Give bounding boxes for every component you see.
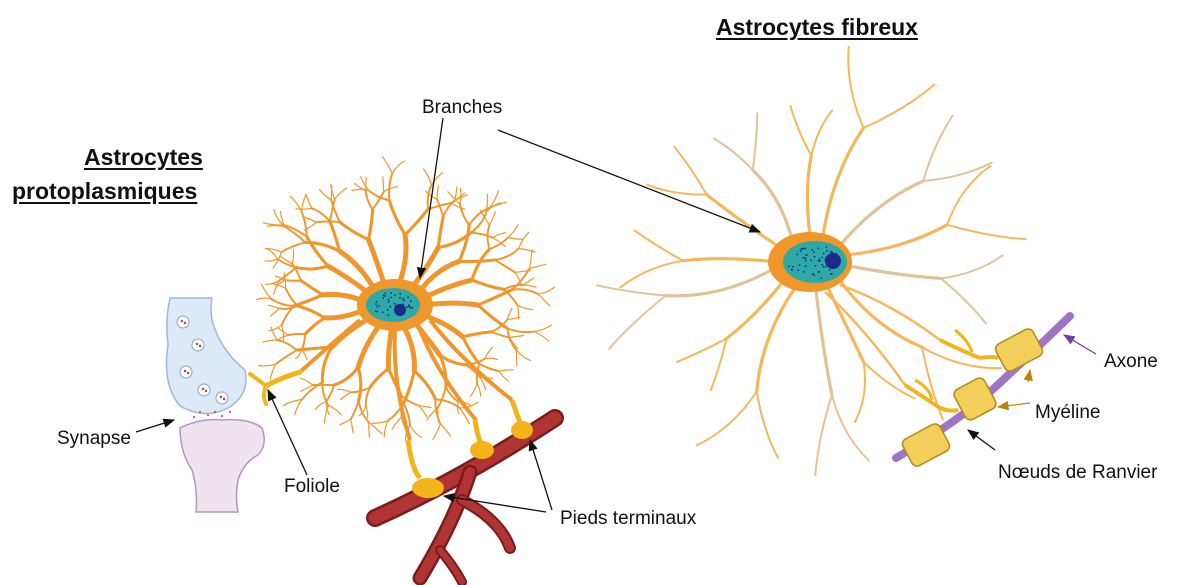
blood-vessel bbox=[375, 418, 555, 582]
label-noeuds-de-ranvier: Nœuds de Ranvier bbox=[998, 462, 1157, 484]
title-protoplasmic-astrocytes-line2: protoplasmiques bbox=[12, 178, 197, 205]
synapse bbox=[167, 298, 265, 512]
label-myeline: Myéline bbox=[1035, 402, 1100, 424]
title-fibrous-astrocytes: Astrocytes fibreux bbox=[716, 14, 918, 41]
label-pieds-terminaux: Pieds terminaux bbox=[560, 508, 696, 530]
myelinated-axon bbox=[896, 316, 1070, 468]
label-branches: Branches bbox=[422, 97, 502, 119]
title-protoplasmic-astrocytes-line1: Astrocytes bbox=[84, 144, 203, 171]
label-synapse: Synapse bbox=[57, 428, 131, 450]
label-foliole: Foliole bbox=[284, 476, 340, 498]
label-axone: Axone bbox=[1104, 351, 1158, 373]
protoplasmic-astrocyte-soma bbox=[357, 279, 433, 331]
fibrous-astrocyte-soma bbox=[768, 232, 852, 292]
foliole-process bbox=[250, 372, 300, 404]
